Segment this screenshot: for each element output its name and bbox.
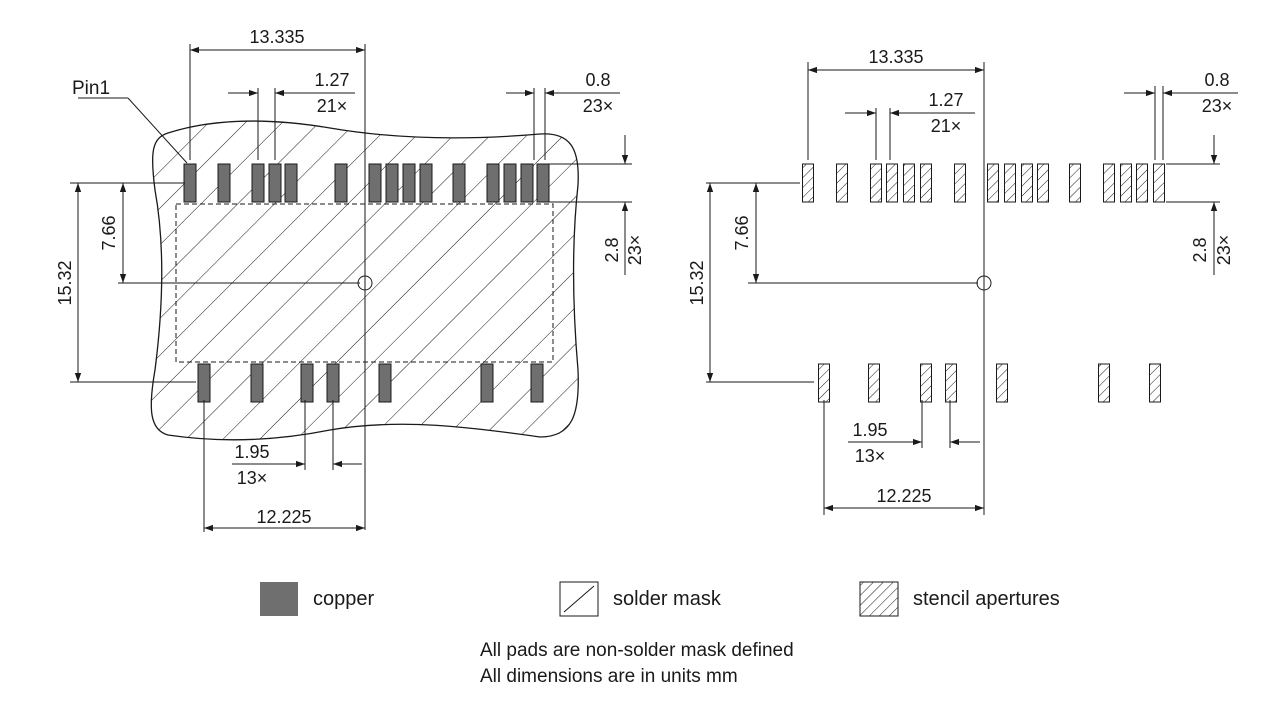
stencil-aperture bbox=[886, 163, 898, 203]
copper-pad bbox=[250, 363, 264, 403]
stencil-aperture bbox=[1136, 163, 1148, 203]
copper-pad bbox=[503, 163, 517, 203]
copper-pad bbox=[419, 163, 433, 203]
copper-pad bbox=[251, 163, 265, 203]
stencil-width-label: 13.335 bbox=[868, 47, 923, 67]
stencil-aperture bbox=[1021, 163, 1033, 203]
note-line-2: All dimensions are in units mm bbox=[480, 666, 738, 687]
copper-pad bbox=[300, 363, 314, 403]
stencil-pad-width-label: 0.8 bbox=[1204, 70, 1229, 90]
stencil-pad-count-label: 23× bbox=[1202, 96, 1233, 116]
stencil-half-height-label: 7.66 bbox=[732, 215, 752, 250]
stencil-pitch-count-label: 21× bbox=[931, 116, 962, 136]
copper-pad bbox=[378, 363, 392, 403]
copper-pad bbox=[452, 163, 466, 203]
stencil-aperture bbox=[802, 163, 814, 203]
stencil-pad-length-label: 2.8 bbox=[1190, 237, 1210, 262]
stencil-bottom-width-label: 12.225 bbox=[876, 486, 931, 506]
legend-copper-swatch bbox=[260, 582, 298, 616]
pad-count-label: 23× bbox=[583, 96, 614, 116]
stencil-apertures bbox=[802, 163, 1165, 403]
stencil-aperture bbox=[996, 363, 1008, 403]
stencil-aperture bbox=[1069, 163, 1081, 203]
copper-pad bbox=[536, 163, 550, 203]
stencil-aperture bbox=[868, 363, 880, 403]
stencil-aperture bbox=[818, 363, 830, 403]
stencil-pitch-label: 1.27 bbox=[928, 90, 963, 110]
stencil-aperture bbox=[954, 163, 966, 203]
bottom-pitch-label: 1.95 bbox=[234, 442, 269, 462]
stencil-aperture bbox=[870, 163, 882, 203]
stencil-aperture bbox=[1098, 363, 1110, 403]
copper-pad bbox=[402, 163, 416, 203]
copper-pad bbox=[520, 163, 534, 203]
legend: copper solder mask stencil apertures bbox=[260, 581, 1060, 617]
copper-pad bbox=[268, 163, 282, 203]
stencil-aperture bbox=[1153, 163, 1165, 203]
stencil-aperture bbox=[1120, 163, 1132, 203]
stencil-aperture bbox=[903, 163, 915, 203]
legend-copper-label: copper bbox=[313, 588, 374, 610]
note-line-1: All pads are non-solder mask defined bbox=[480, 640, 794, 661]
stencil-height-label: 15.32 bbox=[687, 260, 707, 305]
bottom-count-label: 13× bbox=[237, 468, 268, 488]
height-label: 15.32 bbox=[55, 260, 75, 305]
stencil-pad-length-count-label: 23× bbox=[1214, 235, 1234, 266]
stencil-bottom-pitch-label: 1.95 bbox=[852, 420, 887, 440]
pad-length-count-label: 23× bbox=[625, 235, 645, 266]
stencil-aperture bbox=[1037, 163, 1049, 203]
copper-pad bbox=[385, 163, 399, 203]
footprint-view: Pin1 13.335 1.27 21× 0.8 23× 2.8 23× 7.6… bbox=[55, 27, 645, 532]
copper-pads bbox=[183, 163, 550, 403]
stencil-aperture bbox=[987, 163, 999, 203]
stencil-view: 13.335 1.27 21× 0.8 23× 2.8 23× 7.66 15.… bbox=[687, 47, 1238, 515]
copper-pad bbox=[217, 163, 231, 203]
copper-pad bbox=[368, 163, 382, 203]
copper-pad bbox=[334, 163, 348, 203]
stencil-aperture bbox=[1004, 163, 1016, 203]
stencil-aperture bbox=[920, 363, 932, 403]
stencil-aperture bbox=[920, 163, 932, 203]
legend-stencil-swatch bbox=[859, 581, 899, 617]
stencil-bottom-count-label: 13× bbox=[855, 446, 886, 466]
pin1-label: Pin1 bbox=[72, 78, 110, 99]
copper-pad bbox=[284, 163, 298, 203]
pad-length-label: 2.8 bbox=[602, 237, 622, 262]
copper-pad bbox=[480, 363, 494, 403]
bottom-width-label: 12.225 bbox=[256, 507, 311, 527]
stencil-aperture bbox=[1149, 363, 1161, 403]
pitch-label: 1.27 bbox=[314, 70, 349, 90]
copper-pad bbox=[530, 363, 544, 403]
legend-stencil-label: stencil apertures bbox=[913, 588, 1060, 610]
legend-solder-mask-label: solder mask bbox=[613, 588, 722, 610]
copper-pad bbox=[197, 363, 211, 403]
copper-pad bbox=[486, 163, 500, 203]
copper-pad bbox=[326, 363, 340, 403]
pitch-count-label: 21× bbox=[317, 96, 348, 116]
pad-width-label: 0.8 bbox=[585, 70, 610, 90]
stencil-aperture bbox=[1103, 163, 1115, 203]
stencil-aperture bbox=[836, 163, 848, 203]
stencil-aperture bbox=[945, 363, 957, 403]
width-label: 13.335 bbox=[249, 27, 304, 47]
copper-pad bbox=[183, 163, 197, 203]
half-height-label: 7.66 bbox=[99, 215, 119, 250]
